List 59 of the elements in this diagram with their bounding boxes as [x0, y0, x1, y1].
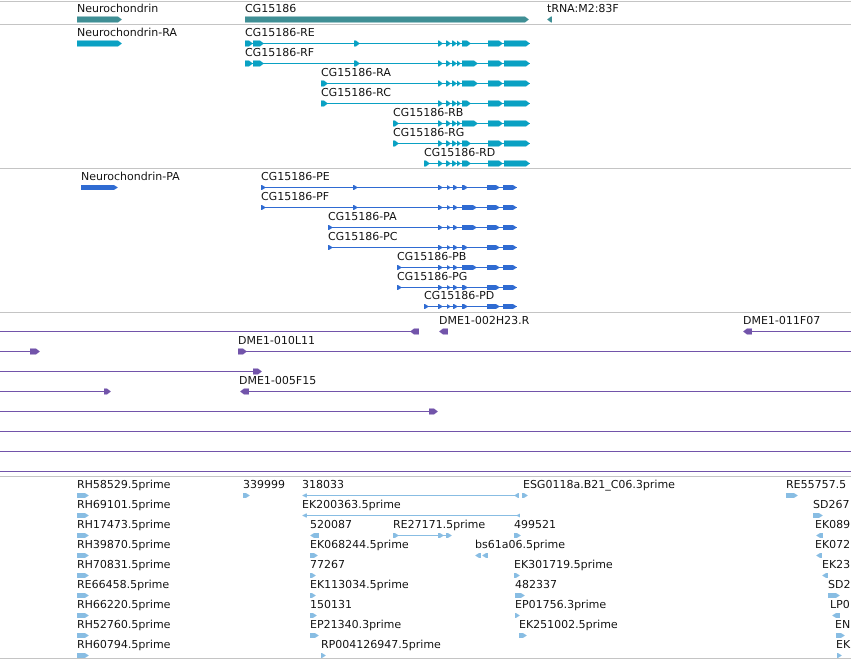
feature-label: 77267: [310, 558, 345, 571]
feature-label: 150131: [310, 598, 352, 611]
feature-label: SD2: [828, 578, 850, 591]
feature-label: ESG0118a.B21_C06.3prime: [523, 478, 675, 491]
feature-label: 339999: [243, 478, 285, 491]
feature-label: RE66458.5prime: [77, 578, 170, 591]
feature-label: RH66220.5prime: [77, 598, 170, 611]
feature-label: EK251002.5prime: [519, 618, 618, 631]
feature-label: EK23: [822, 558, 850, 571]
feature-label: CG15186-PA: [328, 210, 397, 223]
feature-label: SD267: [813, 498, 850, 511]
feature-label: CG15186-PF: [261, 190, 330, 203]
feature-label: CG15186-RB: [393, 106, 464, 119]
feature-label: CG15186: [245, 2, 296, 15]
feature-label: Neurochondrin: [77, 2, 158, 15]
feature-label: CG15186-PC: [328, 230, 398, 243]
feature-label: 482337: [515, 578, 557, 591]
feature-label: EK: [836, 638, 850, 651]
feature-label: RE55757.5: [786, 478, 846, 491]
feature-label: CG15186-RF: [245, 46, 314, 59]
feature-label: RH52760.5prime: [77, 618, 170, 631]
feature-label: RP004126947.5prime: [321, 638, 441, 651]
feature-label: RH60794.5prime: [77, 638, 170, 651]
feature-label: CG15186-RE: [245, 26, 315, 39]
feature-label: EP21340.3prime: [310, 618, 402, 631]
feature-label: CG15186-RG: [393, 126, 464, 139]
feature-label: CG15186-RC: [321, 86, 391, 99]
feature-label: EK301719.5prime: [514, 558, 613, 571]
feature-label: Neurochondrin-RA: [77, 26, 177, 39]
feature-label: EK072: [815, 538, 850, 551]
feature-label: EK068244.5prime: [310, 538, 409, 551]
feature-label: RH39870.5prime: [77, 538, 170, 551]
feature-label: bs61a06.5prime: [475, 538, 565, 551]
feature-label: CG15186-RD: [424, 146, 496, 159]
feature-label: CG15186-PD: [424, 289, 494, 302]
feature-label: DME1-002H23.R: [439, 314, 530, 327]
feature-label: CG15186-RA: [321, 66, 391, 79]
feature-label: tRNA:M2:83F: [547, 2, 619, 15]
feature-label: CG15186-PB: [397, 250, 466, 263]
feature-label: RE27171.5prime: [393, 518, 486, 531]
feature-label: 318033: [302, 478, 344, 491]
feature-label: EK200363.5prime: [302, 498, 401, 511]
feature-label: RH70831.5prime: [77, 558, 170, 571]
feature-label: 499521: [514, 518, 556, 531]
feature-label: Neurochondrin-PA: [81, 170, 180, 183]
feature-label: LP0: [830, 598, 850, 611]
feature-label: DME1-010L11: [238, 334, 315, 347]
feature-label: CG15186-PE: [261, 170, 330, 183]
feature-label: RH58529.5prime: [77, 478, 170, 491]
feature-label: CG15186-PG: [397, 270, 468, 283]
feature-label: EK089: [815, 518, 850, 531]
feature-label: RH17473.5prime: [77, 518, 170, 531]
feature-label: EP01756.3prime: [515, 598, 606, 611]
feature-label: DME1-005F15: [239, 374, 316, 387]
feature-label: EK113034.5prime: [310, 578, 409, 591]
feature-label: EN: [835, 618, 850, 631]
feature-label: RH69101.5prime: [77, 498, 170, 511]
feature-label: 520087: [310, 518, 352, 531]
feature-label: DME1-011F07: [743, 314, 820, 327]
